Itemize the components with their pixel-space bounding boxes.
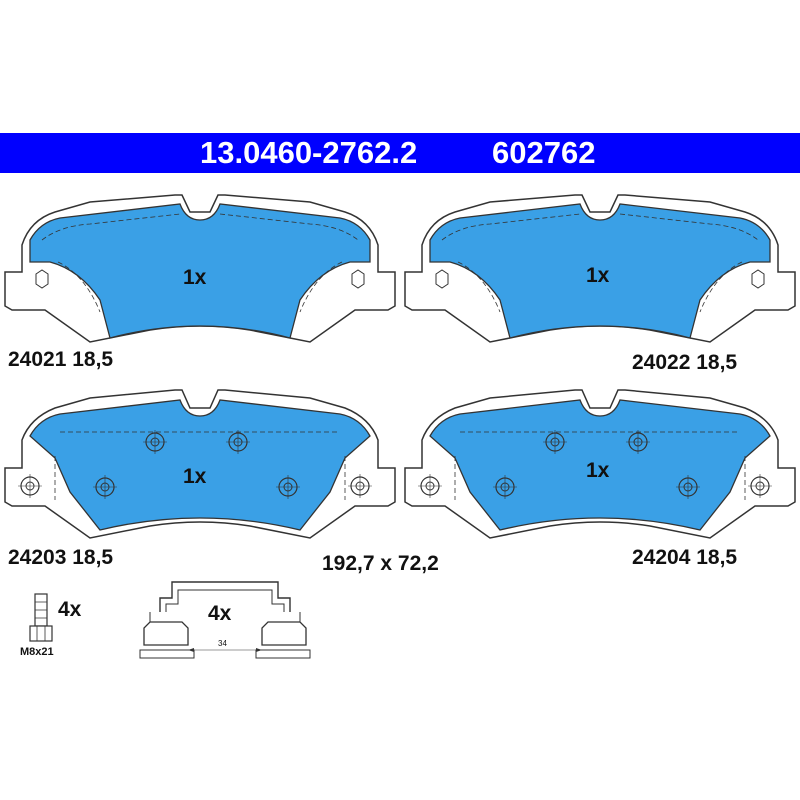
pad-dimensions: 192,7 x 72,2 xyxy=(322,552,439,575)
clip-quantity: 4x xyxy=(208,602,232,625)
pad-24021-quantity: 1x xyxy=(183,266,207,289)
pad-24022-code: 24022 18,5 xyxy=(632,351,738,374)
bolt-drawing xyxy=(29,593,53,642)
bolt-size: M8x21 xyxy=(20,646,54,658)
header-banner: 13.0460-2762.2 602762 xyxy=(0,133,800,173)
pad-24203-quantity: 1x xyxy=(183,465,207,488)
clip-spacing: 34 xyxy=(218,639,227,648)
pad-24022-quantity: 1x xyxy=(586,264,610,287)
pad-24203-code: 24203 18,5 xyxy=(8,546,114,569)
pad-24204-quantity: 1x xyxy=(586,459,610,482)
bolt-quantity: 4x xyxy=(58,598,82,621)
part-number: 13.0460-2762.2 xyxy=(200,135,418,170)
pad-24203 xyxy=(5,390,395,538)
reference-number: 602762 xyxy=(492,135,596,170)
clip-drawing xyxy=(139,581,311,659)
pad-24204-code: 24204 18,5 xyxy=(632,546,738,569)
pad-24021-code: 24021 18,5 xyxy=(8,348,114,371)
